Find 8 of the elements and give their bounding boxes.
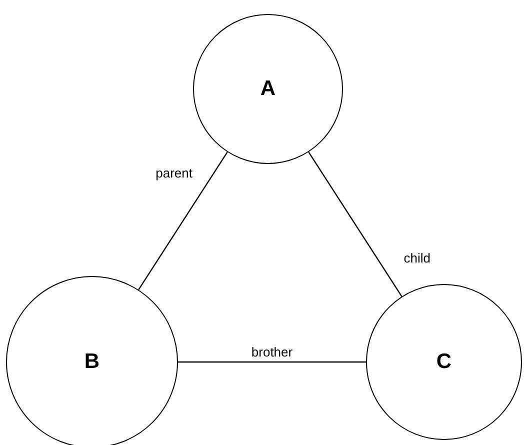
node-label: B [84,350,100,374]
node-label: C [436,350,452,374]
connector-line [308,152,402,297]
node-label: A [260,77,276,101]
connector-line [138,152,228,290]
edge-label: brother [250,344,294,360]
connector-line [178,361,366,363]
edge-label: child [402,250,432,266]
